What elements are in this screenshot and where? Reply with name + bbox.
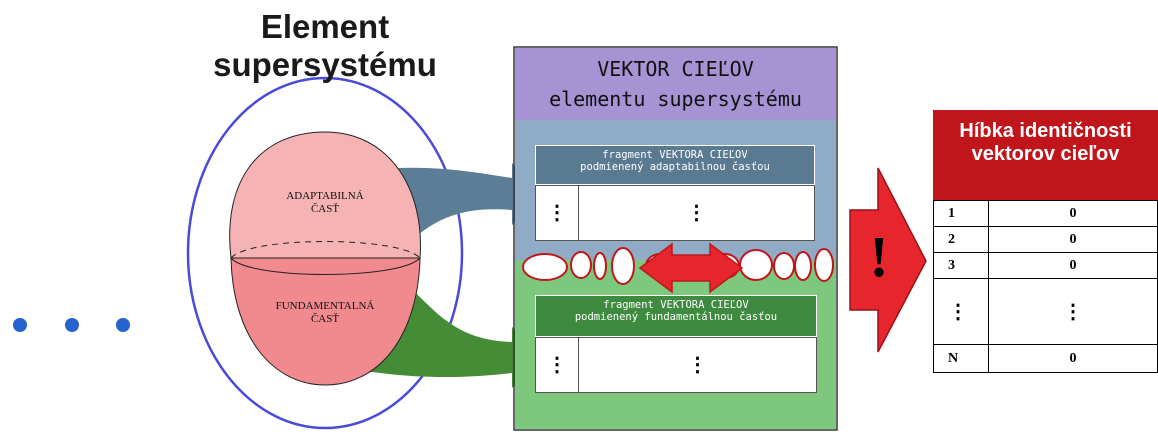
depth-table: 1 0 2 0 3 0 ⋮ ⋮ N 0: [933, 200, 1158, 373]
goal-vector-header-line1: VEKTOR CIEĽOV: [515, 54, 836, 84]
row-value: ⋮: [989, 279, 1158, 345]
warning-exclamation: !: [862, 222, 896, 292]
adaptive-fragment-header: fragment VEKTORA CIEĽOV podmienený adapt…: [535, 145, 815, 185]
table-row: ⋮ ⋮: [934, 279, 1158, 345]
adaptive-fragment-line1: fragment VEKTORA CIEĽOV: [536, 149, 814, 161]
adaptive-fragment-row: ⋮ ⋮: [535, 185, 815, 241]
fundamental-fragment-row: ⋮ ⋮: [535, 337, 817, 393]
goal-vector-header: VEKTOR CIEĽOV elementu supersystému: [515, 48, 836, 120]
row-key: 3: [934, 253, 989, 279]
fundamental-fragment-cell-2: ⋮: [579, 338, 816, 392]
table-row: 1 0: [934, 201, 1158, 227]
row-key: 2: [934, 227, 989, 253]
table-row: 2 0: [934, 227, 1158, 253]
row-value: 0: [989, 345, 1158, 373]
row-value: 0: [989, 227, 1158, 253]
row-key: ⋮: [934, 279, 989, 345]
table-row: 3 0: [934, 253, 1158, 279]
fundamental-fragment-header: fragment VEKTORA CIEĽOV podmienený funda…: [535, 295, 817, 337]
row-value: 0: [989, 253, 1158, 279]
row-value: 0: [989, 201, 1158, 227]
fundamental-fragment-cell-1: ⋮: [536, 338, 579, 392]
fundamental-fragment-line1: fragment VEKTORA CIEĽOV: [536, 299, 816, 311]
table-row: N 0: [934, 345, 1158, 373]
adaptive-fragment-line2: podmienený adaptabilnou časťou: [536, 161, 814, 173]
row-key: N: [934, 345, 989, 373]
row-key: 1: [934, 201, 989, 227]
depth-table-header: Híbka identičnosti vektorov cieľov: [933, 110, 1158, 200]
ellipsis-dots: [13, 318, 130, 332]
fundamental-fragment-line2: podmienený fundamentálnou časťou: [536, 311, 816, 323]
adaptive-fragment-cell-2: ⋮: [579, 186, 814, 240]
adaptive-fragment-cell-1: ⋮: [536, 186, 579, 240]
goal-vector-header-line2: elementu supersystému: [515, 84, 836, 114]
